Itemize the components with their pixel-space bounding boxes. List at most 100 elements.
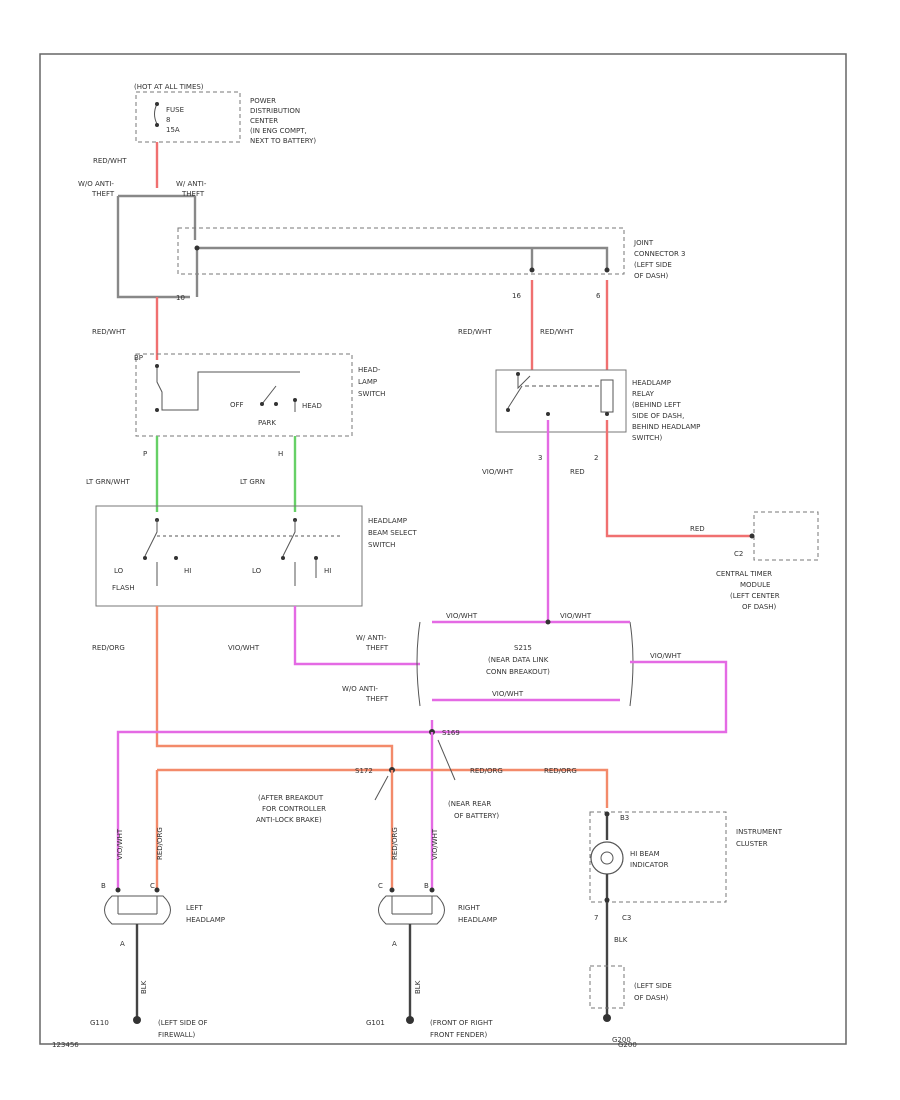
hs-in-wire-label: RED/WHT [92,328,126,336]
s169-label: S169 [442,729,460,737]
instrument-cluster-label: INSTRUMENT CLUSTER [736,828,783,848]
ic-connector: C3 [622,914,631,922]
lhl-pin-a: A [120,940,125,948]
red-label: RED [570,468,585,476]
hs-pin-h: H [278,450,283,458]
svg-text:W/O ANTI-: W/O ANTI- [342,685,378,693]
svg-text:CLUSTER: CLUSTER [736,840,768,848]
svg-text:HEADLAMP: HEADLAMP [458,916,497,924]
ic-pin-top: B3 [620,814,629,822]
splice-s215: VIO/WHT VIO/WHT S215 (NEAR DATA LINK CON… [416,612,634,707]
instrument-cluster: B3 HI BEAM INDICATOR 7 C3 [589,811,727,922]
lhl-wire-v: VIO/WHT [116,828,124,860]
s172-label: S172 [355,767,373,775]
jc3-pin-c: 6 [596,292,601,300]
svg-text:HEADLAMP: HEADLAMP [632,379,671,387]
fuse-block: (HOT AT ALL TIMES) FUSE 8 15A [134,83,241,143]
relay-pin-3: 3 [538,454,542,462]
svg-text:DISTRIBUTION: DISTRIBUTION [250,107,300,115]
pdc-label: POWER DISTRIBUTION CENTER (IN ENG COMPT,… [250,97,316,145]
lhl-pin-b: B [101,882,106,890]
rhl-pin-b: B [424,882,429,890]
svg-text:SIDE OF DASH,: SIDE OF DASH, [632,412,684,420]
svg-text:(FRONT OF RIGHT: (FRONT OF RIGHT [430,1019,493,1027]
lt-grn-label: LT GRN [240,478,265,486]
lhl-gnd-wire: BLK [140,980,148,994]
svg-text:BEAM SELECT: BEAM SELECT [368,529,417,537]
svg-text:OF DASH): OF DASH) [742,603,777,611]
rhl-ground: G101 [366,1019,385,1027]
svg-text:CONNECTOR 3: CONNECTOR 3 [634,250,686,258]
wire-vio-wht-beam [293,606,420,666]
diagram-frame [39,53,847,1045]
beam-lo-right: LO [252,567,262,575]
svg-text:ANTI-LOCK BRAKE): ANTI-LOCK BRAKE) [256,816,322,824]
wire-vio-s169 [116,720,434,888]
ctm-wire-label: RED [690,525,705,533]
vio-wht-relay-label: VIO/WHT [482,468,514,476]
svg-text:W/ ANTI-: W/ ANTI- [176,180,207,188]
svg-text:NEXT TO BATTERY): NEXT TO BATTERY) [250,137,316,145]
top-wire-label: RED/WHT [93,157,127,165]
jc3-label: JOINT CONNECTOR 3 (LEFT SIDE OF DASH) [633,239,686,280]
svg-text:LAMP: LAMP [358,378,377,386]
jc3-pin-b: 16 [512,292,521,300]
svg-text:BEHIND HEADLAMP: BEHIND HEADLAMP [632,423,700,431]
svg-text:CENTER: CENTER [250,117,278,125]
joint-connector-3: 10 16 6 [176,227,625,302]
svg-text:INSTRUMENT: INSTRUMENT [736,828,783,836]
s215-wire-2: VIO/WHT [560,612,592,620]
rhl-gnd-wire: BLK [414,980,422,994]
svg-text:FIREWALL): FIREWALL) [158,1031,196,1039]
breakout-note: (AFTER BREAKOUT FOR CONTROLLER ANTI-LOCK… [256,794,326,824]
svg-text:HEAD-: HEAD- [358,366,381,374]
svg-text:(IN ENG COMPT,: (IN ENG COMPT, [250,127,307,135]
svg-text:OF DASH): OF DASH) [634,272,669,280]
svg-text:FRONT FENDER): FRONT FENDER) [430,1031,487,1039]
cluster-ground-box [589,965,625,1009]
red-org-label: RED/ORG [92,644,125,652]
svg-text:HEADLAMP: HEADLAMP [368,517,407,525]
svg-text:W/O ANTI-: W/O ANTI- [78,180,114,188]
svg-text:OF DASH): OF DASH) [634,994,669,1002]
vio-wht-beam-label: VIO/WHT [228,644,260,652]
svg-text:MODULE: MODULE [740,581,770,589]
near-battery-note: (NEAR REAR OF BATTERY) [448,800,499,820]
wire-red-org-main [155,606,394,770]
rhl-pin-a: A [392,940,397,948]
beam-hi-left: HI [184,567,191,575]
fuse-label: FUSE [166,106,184,114]
s215-name: S215 [514,644,532,652]
svg-text:RIGHT: RIGHT [458,904,481,912]
svg-text:(NEAR REAR: (NEAR REAR [448,800,491,808]
s215-wire-4: VIO/WHT [650,652,682,660]
svg-text:HEADLAMP: HEADLAMP [186,916,225,924]
svg-text:FOR CONTROLLER: FOR CONTROLLER [262,805,326,813]
ic-pin-bot: 7 [594,914,598,922]
beam-lo-left: LO [114,567,124,575]
lt-grn-wht-label: LT GRN/WHT [86,478,131,486]
central-timer-module: C2 CENTRAL TIMER MODULE (LEFT CENTER OF … [716,511,819,611]
hi-beam-ind-1: HI BEAM [630,850,660,858]
hs-pin-p: P [143,450,147,458]
svg-text:W/ ANTI-: W/ ANTI- [356,634,387,642]
svg-text:SWITCH): SWITCH) [632,434,662,442]
svg-text:SWITCH: SWITCH [358,390,385,398]
hs-head: HEAD [302,402,322,410]
svg-text:SWITCH: SWITCH [368,541,395,549]
footer-right: G200 [618,1041,637,1049]
red-org-bus-label: RED/ORG [470,767,503,775]
svg-text:JOINT: JOINT [633,239,654,247]
svg-text:CONN BREAKOUT): CONN BREAKOUT) [486,668,550,676]
hs-pin: BP [134,354,143,362]
lhl-wire-r: RED/ORG [156,827,164,860]
lhl-pin-c: C [150,882,155,890]
rhl-wire-v: VIO/WHT [431,828,439,860]
relay-pin-2: 2 [594,454,598,462]
svg-text:THEFT: THEFT [365,644,389,652]
svg-text:THEFT: THEFT [181,190,205,198]
hs-park: PARK [258,419,276,427]
svg-text:(BEHIND LEFT: (BEHIND LEFT [632,401,681,409]
beam-flash: FLASH [112,584,135,592]
red-org-bus-label-2: RED/ORG [544,767,577,775]
